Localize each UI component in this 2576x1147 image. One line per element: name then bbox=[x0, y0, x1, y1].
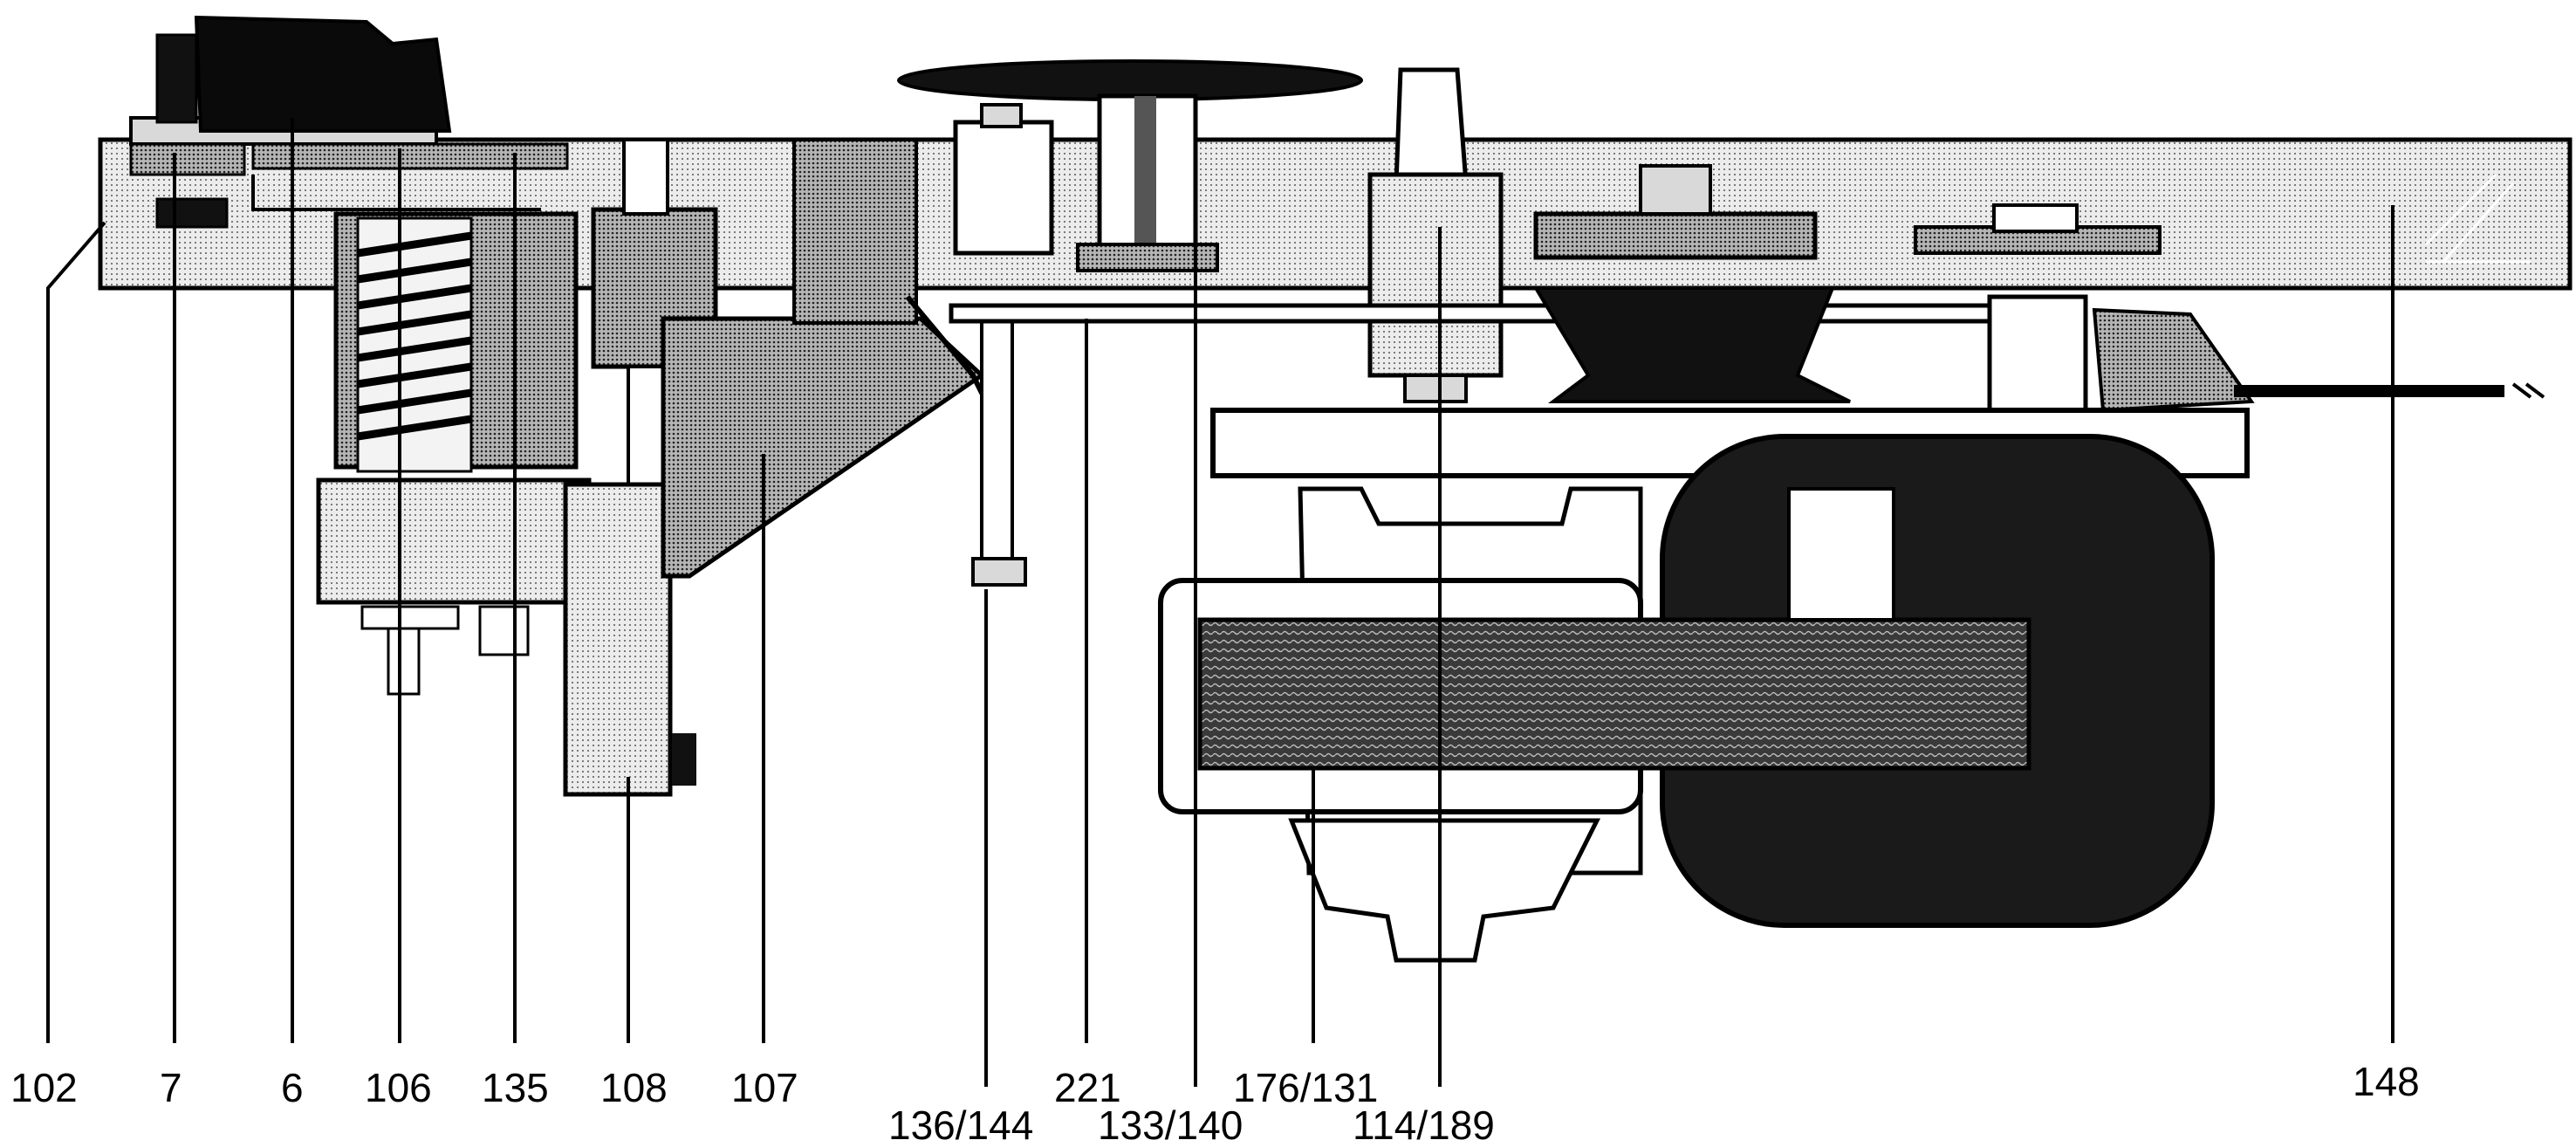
upper-disc bbox=[897, 59, 1363, 272]
spring-housing bbox=[316, 211, 592, 696]
drive-pulley bbox=[1532, 164, 1851, 403]
bracket bbox=[661, 138, 989, 579]
mounting-pillar bbox=[953, 103, 1054, 587]
callout-135: 135 bbox=[482, 1065, 549, 1110]
idler-post bbox=[1914, 203, 2545, 413]
plunger-assembly bbox=[563, 138, 718, 797]
switch-assembly bbox=[129, 15, 452, 229]
callout-176-131: 176/131 bbox=[1233, 1065, 1378, 1110]
callout-107: 107 bbox=[731, 1065, 798, 1110]
callout-labels: 102 7 6 106 135 108 107 136/144 221 133/… bbox=[10, 1059, 2420, 1147]
motor bbox=[1158, 434, 2215, 963]
callout-148: 148 bbox=[2353, 1059, 2420, 1104]
callout-108: 108 bbox=[600, 1065, 668, 1110]
callout-102: 102 bbox=[10, 1065, 78, 1110]
callout-106: 106 bbox=[365, 1065, 432, 1110]
link-rod bbox=[949, 303, 2088, 324]
spindle-bearing bbox=[1367, 67, 1504, 403]
leader-lines bbox=[46, 118, 2394, 1087]
callout-114-189: 114/189 bbox=[1353, 1102, 1495, 1147]
callout-133-140: 133/140 bbox=[1098, 1102, 1243, 1147]
callout-221: 221 bbox=[1054, 1065, 1121, 1110]
callout-136-144: 136/144 bbox=[888, 1102, 1033, 1147]
callout-7: 7 bbox=[160, 1065, 182, 1110]
callout-6: 6 bbox=[281, 1065, 304, 1110]
